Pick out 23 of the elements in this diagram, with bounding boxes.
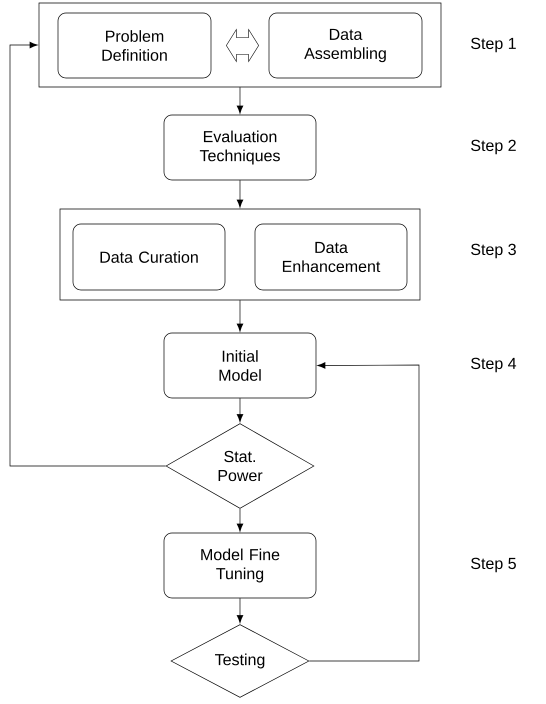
arrow bbox=[236, 598, 244, 624]
step-label: Step 3 bbox=[471, 244, 516, 258]
arrow bbox=[309, 362, 420, 662]
process-box: Data Assembling bbox=[268, 12, 422, 78]
process-box: Model Fine Tuning bbox=[164, 532, 316, 598]
arrow bbox=[236, 180, 244, 208]
process-box: Data Enhancement bbox=[254, 224, 408, 290]
process-box: Initial Model bbox=[164, 332, 316, 398]
step-label: Step 2 bbox=[471, 140, 516, 154]
group-frame bbox=[60, 208, 420, 300]
arrow bbox=[236, 398, 244, 422]
double-arrow bbox=[226, 28, 259, 63]
arrow bbox=[236, 508, 244, 532]
step-label: Step 4 bbox=[471, 358, 516, 372]
process-box: Problem Definition bbox=[58, 12, 212, 78]
arrow bbox=[10, 42, 166, 466]
step-label: Step 1 bbox=[471, 38, 516, 52]
process-box: Data Curation bbox=[72, 224, 226, 290]
process-box: Evaluation Techniques bbox=[164, 114, 316, 180]
arrow bbox=[236, 87, 244, 114]
step-label: Step 5 bbox=[471, 558, 516, 572]
group-frame bbox=[38, 2, 442, 88]
arrow bbox=[236, 300, 244, 332]
